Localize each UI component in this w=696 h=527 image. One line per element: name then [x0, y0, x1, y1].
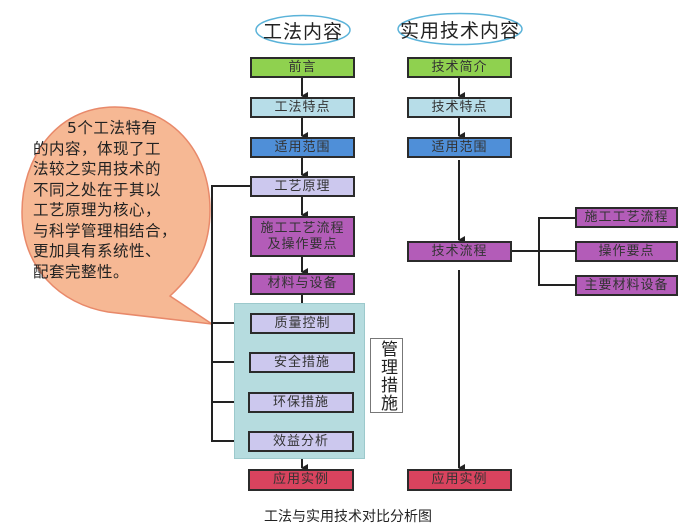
step-construction-process[interactable]: 施工工艺流程 及操作要点 — [250, 216, 355, 257]
step-benefit-analysis[interactable]: 效益分析 — [248, 431, 354, 452]
branch-main-materials[interactable]: 主要材料设备 — [575, 275, 678, 296]
step-tech-features[interactable]: 技术特点 — [407, 97, 512, 118]
step-scope[interactable]: 适用范围 — [250, 137, 355, 158]
branch-bracket — [538, 217, 575, 286]
callout-bubble — [21, 106, 213, 325]
branch-construction-process[interactable]: 施工工艺流程 — [575, 207, 678, 228]
left-column-header: 工法内容 — [254, 14, 352, 46]
bracket-line — [211, 185, 250, 442]
step-tech-intro[interactable]: 技术简介 — [407, 57, 512, 78]
step-method-features[interactable]: 工法特点 — [250, 97, 355, 118]
step-quality-control[interactable]: 质量控制 — [250, 313, 355, 334]
step-foreword[interactable]: 前言 — [250, 57, 355, 78]
branch-operation-points[interactable]: 操作要点 — [575, 241, 678, 262]
step-safety-measures[interactable]: 安全措施 — [249, 352, 355, 373]
right-column-header: 实用技术内容 — [396, 12, 524, 46]
ellipse-outline — [255, 14, 351, 46]
ellipse-outline — [397, 12, 523, 46]
step-materials-equipment[interactable]: 材料与设备 — [250, 273, 355, 295]
step-tech-application-examples[interactable]: 应用实例 — [407, 469, 512, 491]
management-measures-label: 管理措施 — [370, 338, 403, 413]
figure-caption: 工法与实用技术对比分析图 — [264, 509, 432, 525]
step-tech-process[interactable]: 技术流程 — [407, 241, 512, 262]
step-application-examples[interactable]: 应用实例 — [248, 469, 354, 491]
step-process-principle[interactable]: 工艺原理 — [250, 176, 355, 197]
step-environmental-measures[interactable]: 环保措施 — [248, 392, 354, 413]
step-tech-scope[interactable]: 适用范围 — [407, 137, 512, 158]
callout-text: 5个工法特有 的内容，体现了工 法较之实用技术的 不同之处在于其以 工艺原理为核… — [33, 119, 178, 281]
